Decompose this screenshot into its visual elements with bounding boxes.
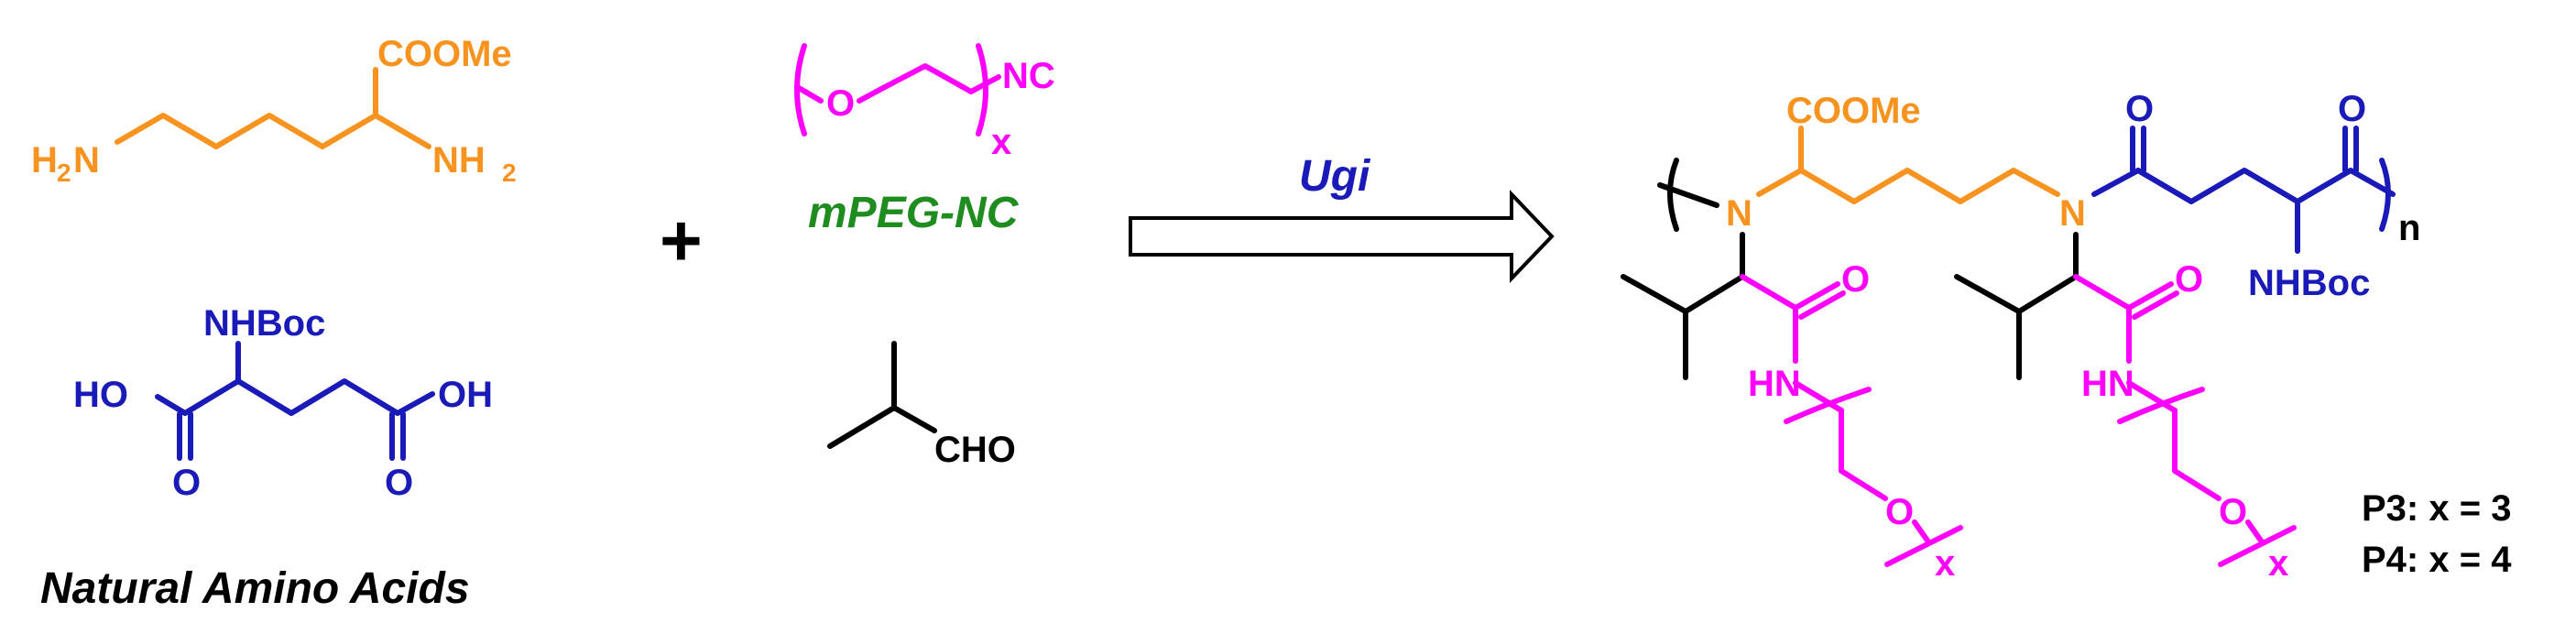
aldehyde-cho-label: CHO xyxy=(934,430,1016,470)
legend-p3: P3: x = 3 xyxy=(2362,488,2511,529)
amide1-co-b xyxy=(1798,290,1846,320)
svg-text:N: N xyxy=(73,140,100,180)
amide-oxygen: O xyxy=(2125,89,2154,129)
product-glutamyl-residue xyxy=(2091,126,2396,254)
amide2-oxygen: O xyxy=(2175,259,2203,300)
glutamic-oh-label: OH xyxy=(438,375,493,415)
plus-sign: + xyxy=(660,200,703,281)
aldehyde-backbone xyxy=(827,405,937,449)
peg-nc-label: NC xyxy=(1002,56,1055,96)
peg1-oxygen: O xyxy=(1885,492,1914,532)
amide2-n-ch2 xyxy=(2126,380,2178,413)
lysine-ester-label: COOMe xyxy=(377,34,512,74)
lysine-right-amine: NH 2 xyxy=(432,140,517,187)
repeat-subscript: n xyxy=(2398,208,2420,248)
peg1-bracket-bottom xyxy=(1884,525,1963,567)
peg-chain xyxy=(857,63,974,104)
amide1-co-a xyxy=(1793,281,1840,311)
amide2-hn: HN xyxy=(2081,364,2134,404)
n2-to-co xyxy=(2091,168,2141,197)
glutamic-backbone xyxy=(155,378,435,416)
product-n1: N xyxy=(1726,193,1752,234)
peg-x-subscript: x xyxy=(991,122,1011,162)
isopropyl-1 xyxy=(1621,274,1745,314)
svg-text:H: H xyxy=(31,140,58,180)
mpeg-nc-name: mPEG-NC xyxy=(808,189,1020,237)
amide1-n-ch2 xyxy=(1793,380,1844,413)
reaction-arrow xyxy=(1129,190,1555,283)
peg2-o-exit xyxy=(2245,519,2264,543)
ca2-to-amide xyxy=(2073,274,2132,311)
peg1-o-exit xyxy=(1912,519,1930,543)
boc-glutamic-acid xyxy=(155,341,435,461)
ugi-label: Ugi xyxy=(1299,152,1371,201)
product-black-bonds xyxy=(1621,158,2079,380)
glutamic-left-o: O xyxy=(172,463,201,503)
isobutyraldehyde xyxy=(827,341,937,449)
peg1-chain xyxy=(1839,408,1888,501)
peg1-x: x xyxy=(1935,543,1955,584)
amino-acids-caption: Natural Amino Acids xyxy=(40,564,470,613)
peg-oxygen: O xyxy=(826,83,855,124)
peg-bond-1 xyxy=(796,85,824,104)
product-ester-label: COOMe xyxy=(1786,91,1921,131)
product-open-bracket xyxy=(1667,158,1679,232)
peg2-chain xyxy=(2172,408,2221,501)
peg2-oxygen: O xyxy=(2219,492,2247,532)
acid-oxygen: O xyxy=(2338,89,2366,129)
svg-text:NH: NH xyxy=(432,140,486,180)
product-n2: N xyxy=(2059,193,2086,234)
mpeg-isocyanide xyxy=(794,43,1001,137)
glutamic-right-o: O xyxy=(385,463,413,503)
peg2-bracket-bottom xyxy=(2218,525,2297,567)
glu-chain xyxy=(2135,168,2396,204)
peg-bond-nc xyxy=(968,74,1001,94)
glutamic-nhboc-label: NHBoc xyxy=(203,303,325,344)
amide1-hn: HN xyxy=(1748,364,1801,404)
lysine-methyl-ester xyxy=(115,67,431,149)
amide2-co-a xyxy=(2126,281,2174,311)
amide2-co-b xyxy=(2132,290,2179,320)
peg1-bracket-top xyxy=(1784,387,1872,424)
lysine-backbone xyxy=(115,113,431,149)
svg-text:2: 2 xyxy=(502,158,517,187)
product-close-bracket xyxy=(2379,158,2391,232)
product-lysine-residue xyxy=(1756,126,2060,204)
isopropyl-2 xyxy=(1954,274,2079,314)
ca1-to-amide xyxy=(1740,274,1798,311)
peg-close-bracket xyxy=(976,43,988,137)
amide1-oxygen: O xyxy=(1841,259,1870,300)
product-start-bond xyxy=(1657,182,1719,208)
lys-side-chain xyxy=(1798,168,2060,204)
svg-text:2: 2 xyxy=(57,158,71,187)
product-nhboc-label: NHBoc xyxy=(2248,263,2370,303)
peg2-bracket-top xyxy=(2117,387,2205,424)
product-peg-chains xyxy=(1740,274,2297,567)
n1-to-lys-alpha xyxy=(1756,168,1804,197)
peg2-x: x xyxy=(2268,543,2288,584)
glutamic-ho-label: HO xyxy=(73,375,128,415)
lysine-left-amine: H 2 N xyxy=(31,140,100,187)
legend-p4: P4: x = 4 xyxy=(2362,540,2512,580)
